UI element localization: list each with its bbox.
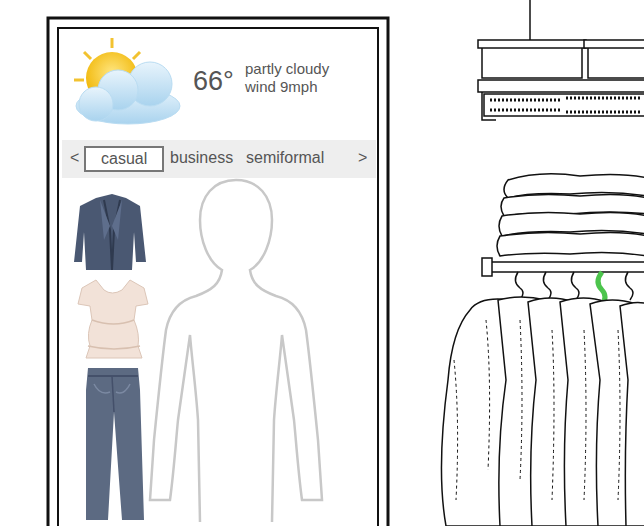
temperature: 66°: [193, 66, 234, 97]
weather-details: partly cloudy wind 9mph: [245, 60, 357, 96]
jeans-picture: [86, 368, 144, 520]
body-silhouette: [150, 180, 322, 522]
weather-icon: [74, 38, 180, 124]
blouse-picture: [78, 280, 148, 358]
prev-arrow: <: [70, 149, 79, 167]
jacket-picture: [74, 194, 146, 270]
mirror-frame: [48, 18, 388, 526]
next-arrow: >: [358, 149, 367, 167]
tab-label: casual: [101, 150, 147, 168]
category-bar: casual < business semiformal >: [62, 140, 376, 178]
tab-label: semiformal: [246, 149, 324, 167]
tab-label: business: [170, 149, 233, 167]
mirror-screen: casual < business semiformal >66° partly clou…: [58, 28, 378, 526]
selected-tab: casual: [84, 146, 164, 172]
closet-drawing: [441, 0, 644, 526]
